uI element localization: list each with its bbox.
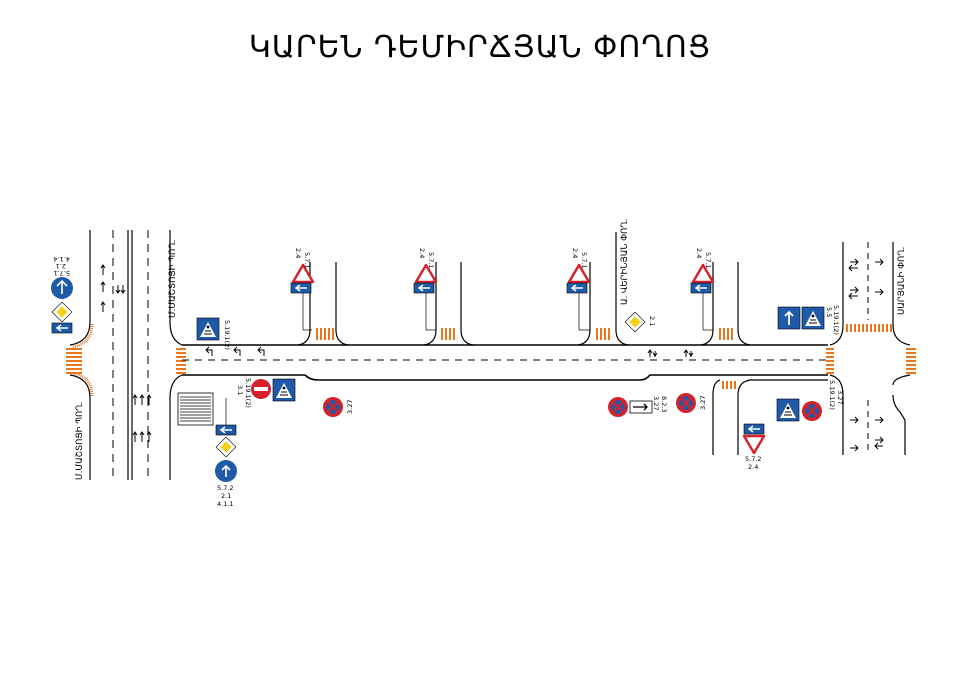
pedestrian-crossing-sign-icon xyxy=(801,306,825,330)
sign-group-yield-4: 5.7.1 2.4 xyxy=(690,248,715,294)
sign-group-no-entry: 5.19.1(2) 3.1 xyxy=(236,378,296,408)
sign-group-no-stop-mid: 3.27 8.2.3 xyxy=(606,395,668,419)
sign-group-no-stop-2: 3.27 xyxy=(674,391,707,415)
pedestrian-crossing-sign-icon xyxy=(196,317,220,341)
sign-group-main-road-mid: 2.1 xyxy=(624,311,656,333)
sign-group-right-top: 5.5 5.19.1(2) xyxy=(777,305,840,335)
sign-code: 2.1 xyxy=(221,492,231,500)
direction-plate-icon xyxy=(566,282,588,294)
sign-code: 2.4 xyxy=(571,248,579,258)
sign-code: 5.7.1 xyxy=(303,252,311,269)
sign-code: 4.1.4 xyxy=(53,255,70,263)
sign-code: 5.7.1 xyxy=(53,269,70,277)
sign-group-far-left: 5.7.1 2.1 4.1.4 xyxy=(51,255,73,334)
sign-code: 5.7.1 xyxy=(427,252,435,269)
diagram-title: ԿԱՐԵՆ ԴԵՄԻՐՃՅԱՆ ՓՈՂՈՑ xyxy=(248,30,712,65)
street-name-left-lower: Մ.ՄԱՇՏՈՑԻ ՊՈՂ. xyxy=(75,402,85,480)
sign-code: 5.7.1 xyxy=(580,252,588,269)
sign-group-bottom-yield: 5.7.2 2.4 xyxy=(742,423,766,471)
sign-code: 2.1 xyxy=(648,316,656,326)
main-street xyxy=(182,344,834,381)
sign-code: 2.4 xyxy=(294,248,302,258)
sign-code: 2.4 xyxy=(418,248,426,258)
direction-plate-icon xyxy=(690,282,712,294)
main-road-sign-icon xyxy=(624,311,646,333)
sign-group-yield-2: 5.7.1 2.4 xyxy=(413,248,438,294)
sign-code: 5.19.1(2) xyxy=(244,378,252,408)
sign-code: 5.7.2 xyxy=(745,455,762,463)
sign-group-yield-1: 5.7.1 2.4 xyxy=(290,248,315,294)
sign-poles xyxy=(225,293,713,425)
sign-code: 3.27 xyxy=(836,390,844,404)
sign-code: 2.4 xyxy=(748,463,758,471)
main-road-sign-icon xyxy=(215,436,237,458)
sign-group-bottom-left: 5.7.2 2.1 4.1.1 xyxy=(177,392,237,508)
sign-code: 5.19.1(2) xyxy=(223,320,231,350)
sign-code: 3.27 xyxy=(346,400,354,414)
street-name-top-middle: Ա. ՎԵՐԻՆՅԱՆ ՓՈՂ. xyxy=(620,219,630,305)
street-name-left-upper: Մ.ՄԱՇՏՈՑԻ ՊՈՂ. xyxy=(168,240,178,318)
yield-sign-icon xyxy=(742,434,766,455)
side-streets xyxy=(297,232,828,455)
left-cross-street xyxy=(66,230,186,480)
sign-code: 3.27 xyxy=(699,396,707,410)
side-crossings xyxy=(316,328,736,389)
sign-code: 2.1 xyxy=(56,262,66,270)
sign-code: 5.19.1(2) xyxy=(832,305,840,335)
sign-group-yield-3: 5.7.1 2.4 xyxy=(566,248,591,294)
lane-direction-sign-icon xyxy=(51,322,73,334)
direction-plate-icon xyxy=(290,282,312,294)
sign-group-no-stop-1: 3.27 xyxy=(321,395,354,419)
no-stopping-sign-icon xyxy=(321,395,345,419)
pedestrian-crossing-sign-icon xyxy=(272,378,296,402)
no-stopping-sign-icon xyxy=(606,395,630,419)
no-stopping-sign-icon xyxy=(674,391,698,415)
main-road-sign-icon xyxy=(51,301,73,323)
street-name-right: ՍԱՐՅԱՆԻ ՓՈՂ. xyxy=(897,247,907,315)
no-stopping-sign-icon xyxy=(800,399,824,423)
right-cross-street xyxy=(829,242,916,455)
sign-code: 3.1 xyxy=(236,385,244,395)
direction-plate-icon xyxy=(743,423,765,435)
sign-code: 4.1.1 xyxy=(217,500,234,508)
sign-code: 5.7.1 xyxy=(704,252,712,269)
sign-code: 2.4 xyxy=(695,248,703,258)
sign-group-right-bottom: 5.19.1(2) 3.27 xyxy=(776,380,844,423)
sign-code: 5.19.1(2) xyxy=(828,380,836,410)
sign-code: 8.2.3 xyxy=(660,396,668,413)
sign-code: 3.27 xyxy=(652,396,660,410)
sign-code: 5.7.2 xyxy=(217,484,234,492)
pedestrian-crossing-sign-icon xyxy=(776,398,800,422)
sign-code: 5.5 xyxy=(825,307,833,317)
direction-plate-icon xyxy=(413,282,435,294)
sign-group-ped-left: 5.19.1(2) xyxy=(196,317,231,350)
direction-plate-icon xyxy=(215,424,237,436)
